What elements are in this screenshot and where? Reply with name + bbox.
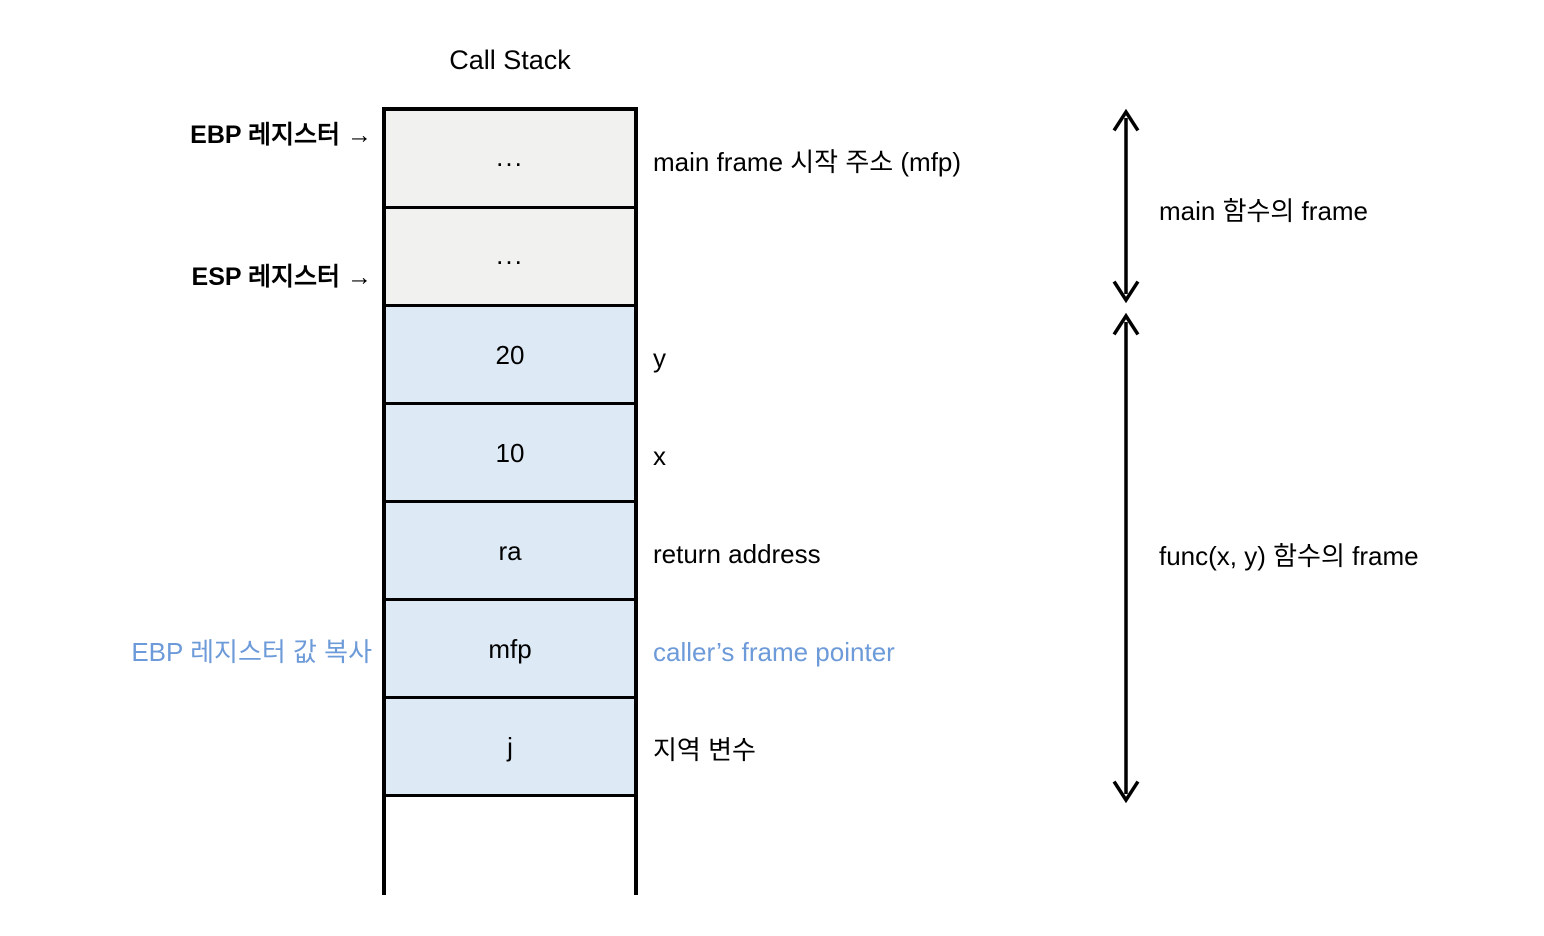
- row-note-main-frame-address: main frame 시작 주소 (mfp): [653, 147, 962, 177]
- stack-cell-row-3: 10: [386, 405, 634, 503]
- stack-cell-row-1: ...: [386, 209, 634, 307]
- stack-cell-value: 10: [495, 437, 525, 468]
- row-note-local-variable: 지역 변수: [653, 735, 756, 765]
- ebp-register-pointer-label: EBP 레지스터 →: [190, 121, 372, 149]
- main-frame-span-arrow-icon: [1104, 108, 1148, 304]
- call-stack-box: ... ... 20 10 ra mfp j: [382, 107, 638, 895]
- stack-cell-row-2: 20: [386, 307, 634, 405]
- stack-cell-value: ra: [498, 535, 522, 566]
- row-note-return-address: return address: [653, 539, 821, 569]
- func-frame-span-arrow-icon: [1104, 312, 1148, 804]
- ebp-copy-note: EBP 레지스터 값 복사: [131, 637, 372, 667]
- stack-cell-row-7-empty: [386, 797, 634, 895]
- stack-cell-row-6: j: [386, 699, 634, 797]
- row-note-y: y: [653, 343, 666, 373]
- stack-cell-row-0: ...: [386, 111, 634, 209]
- row-note-x: x: [653, 441, 666, 471]
- stack-cell-value: ...: [496, 141, 524, 172]
- stack-cell-value: j: [507, 731, 513, 762]
- stack-cell-row-5: mfp: [386, 601, 634, 699]
- stack-cell-value: 20: [495, 339, 525, 370]
- stack-cell-value: mfp: [488, 633, 532, 664]
- func-frame-caption: func(x, y) 함수의 frame: [1159, 541, 1419, 571]
- main-frame-caption: main 함수의 frame: [1159, 196, 1369, 226]
- stack-cell-value: ...: [496, 239, 524, 270]
- page-title: Call Stack: [449, 45, 571, 75]
- esp-register-pointer-label: ESP 레지스터 →: [191, 263, 372, 291]
- stack-cell-row-4: ra: [386, 503, 634, 601]
- row-note-callers-frame-pointer: caller’s frame pointer: [653, 637, 895, 667]
